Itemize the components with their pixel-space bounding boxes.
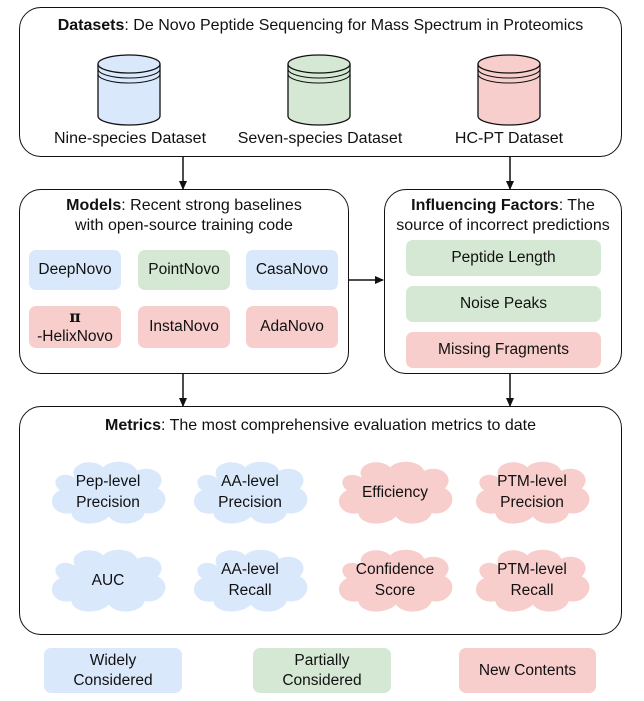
dataset-label-nine-species: Nine-species Dataset xyxy=(53,130,207,147)
factor-missing-fragments: Missing Fragments xyxy=(406,332,601,368)
cloud-shape xyxy=(51,461,166,524)
factor-peptide-length: Peptide Length xyxy=(406,240,601,276)
datasets-title: Datasets: De Novo Peptide Sequencing for… xyxy=(57,17,584,34)
cloud-shape xyxy=(51,549,166,612)
database-icon-nine-species xyxy=(97,54,161,126)
cloud-shape xyxy=(475,549,590,612)
model-deepnovo: DeepNovo xyxy=(29,250,121,290)
cloud-shape xyxy=(193,549,308,612)
cloud-shape xyxy=(193,461,308,524)
cloud-shape xyxy=(338,461,453,524)
metric-label: Efficiency xyxy=(361,483,429,501)
model-casanovo: CasaNovo xyxy=(246,250,338,290)
models-panel: Models: Recent strong baselines with ope… xyxy=(19,189,349,374)
cloud-shape xyxy=(475,461,590,524)
cloud-shape xyxy=(338,549,453,612)
metric-auc: AUC xyxy=(43,543,173,617)
dataset-label-seven-species: Seven-species Dataset xyxy=(237,130,403,147)
metric-label: AUC xyxy=(91,571,125,589)
metrics-title: Metrics: The most comprehensive evaluati… xyxy=(104,417,537,434)
model-pointnovo: PointNovo xyxy=(138,250,230,290)
model-adanovo: AdaNovo xyxy=(246,306,338,348)
database-icon-seven-species xyxy=(287,54,351,126)
influencing-factors-panel: Influencing Factors: The source of incor… xyxy=(384,189,622,374)
model-pi-helixnovo: π -HelixNovo xyxy=(29,306,121,348)
datasets-panel: Datasets: De Novo Peptide Sequencing for… xyxy=(19,7,622,157)
legend-new-contents: New Contents xyxy=(459,648,596,693)
factors-title: Influencing Factors: The source of incor… xyxy=(396,197,610,234)
database-icon-hc-pt xyxy=(477,54,541,126)
model-instanovo: InstaNovo xyxy=(138,306,230,348)
dataset-label-hc-pt: HC-PT Dataset xyxy=(454,130,564,147)
factor-noise-peaks: Noise Peaks xyxy=(406,286,601,322)
metric-efficiency: Efficiency xyxy=(330,455,460,529)
models-title: Models: Recent strong baselines with ope… xyxy=(66,197,302,234)
